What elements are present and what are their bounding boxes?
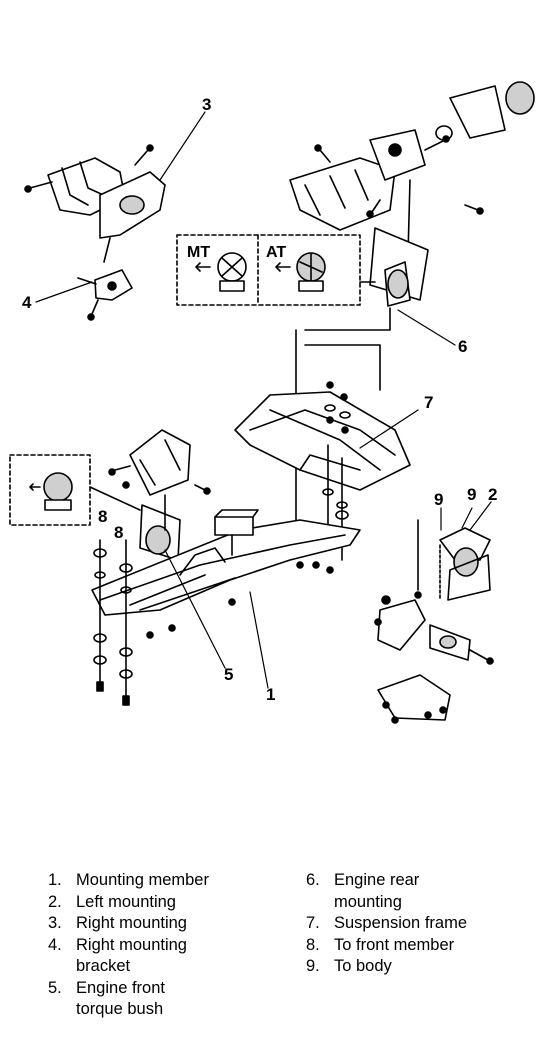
legend-text: Mounting member	[76, 871, 209, 889]
exploded-parts-diagram: 3 4 6 7 9 9 2 8 8 5 1 MT AT	[9, 81, 535, 724]
legend-item-8: 8. To front member	[306, 935, 556, 957]
legend-number: 7.	[306, 914, 320, 932]
callout-7: 7	[424, 393, 433, 412]
legend-number: 3.	[48, 914, 62, 932]
right-mounting-part	[24, 144, 166, 263]
callout-1: 1	[266, 685, 275, 704]
legend-text: Engine front torque bush	[76, 978, 165, 1019]
legend-text: Right mounting	[76, 914, 187, 932]
legend-number: 1.	[48, 871, 62, 889]
callout-2: 2	[488, 485, 497, 504]
callout-4: 4	[22, 293, 32, 312]
legend-number: 5.	[48, 978, 62, 997]
legend-number: 2.	[48, 892, 62, 911]
parts-legend: 1. Mounting member 2. Left mounting 3. R…	[0, 870, 560, 1040]
callout-5: 5	[224, 665, 233, 684]
callout-6: 6	[458, 337, 467, 356]
legend-number: 6.	[306, 871, 320, 889]
legend-item-5: 5. Engine front torque bush	[48, 978, 298, 1021]
callout-8-left: 8	[98, 507, 107, 526]
legend-item-3: 3. Right mounting	[48, 913, 298, 935]
legend-text: Suspension frame	[334, 914, 467, 932]
left-mounting-bracket-part	[374, 595, 494, 724]
mt-at-inset	[176, 234, 376, 306]
legend-item-2: 2. Left mounting	[48, 892, 298, 914]
legend-item-7: 7. Suspension frame	[306, 913, 556, 935]
left-mounting-part	[414, 519, 491, 601]
legend-left-column: 1. Mounting member 2. Left mounting 3. R…	[48, 870, 298, 1021]
right-mounting-bracket-part	[77, 269, 133, 321]
callout-9-right: 9	[467, 485, 476, 504]
legend-item-9: 9. To body	[306, 956, 556, 978]
at-label: AT	[266, 244, 286, 261]
leader-lines	[35, 111, 492, 689]
suspension-frame-part	[234, 391, 411, 491]
engine-front-mount-part	[108, 429, 211, 561]
mt-label: MT	[187, 244, 210, 261]
legend-text: Left mounting	[76, 892, 176, 911]
legend-item-4: 4. Right mounting bracket	[48, 935, 298, 978]
front-mount-inset	[9, 454, 141, 526]
legend-text: Engine rear mounting	[334, 871, 420, 911]
legend-text: To body	[334, 957, 392, 975]
legend-number: 4.	[48, 935, 62, 954]
legend-text: To front member	[334, 935, 455, 954]
legend-number: 9.	[306, 957, 320, 975]
legend-item-1: 1. Mounting member	[48, 870, 298, 892]
legend-number: 8.	[306, 935, 320, 954]
mounting-member-part	[91, 509, 361, 616]
callout-3: 3	[202, 95, 211, 114]
callout-8-right: 8	[114, 523, 123, 542]
callout-9-left: 9	[434, 490, 443, 509]
legend-text: Right mounting bracket	[76, 935, 187, 976]
legend-right-column: 6. Engine rear mounting 7. Suspension fr…	[306, 870, 556, 978]
engine-rear-mounting-part	[369, 227, 429, 307]
front-member-fasteners	[93, 539, 334, 706]
rear-mounting-bracket-part	[289, 81, 535, 256]
legend-item-6: 6. Engine rear mounting	[306, 870, 556, 913]
